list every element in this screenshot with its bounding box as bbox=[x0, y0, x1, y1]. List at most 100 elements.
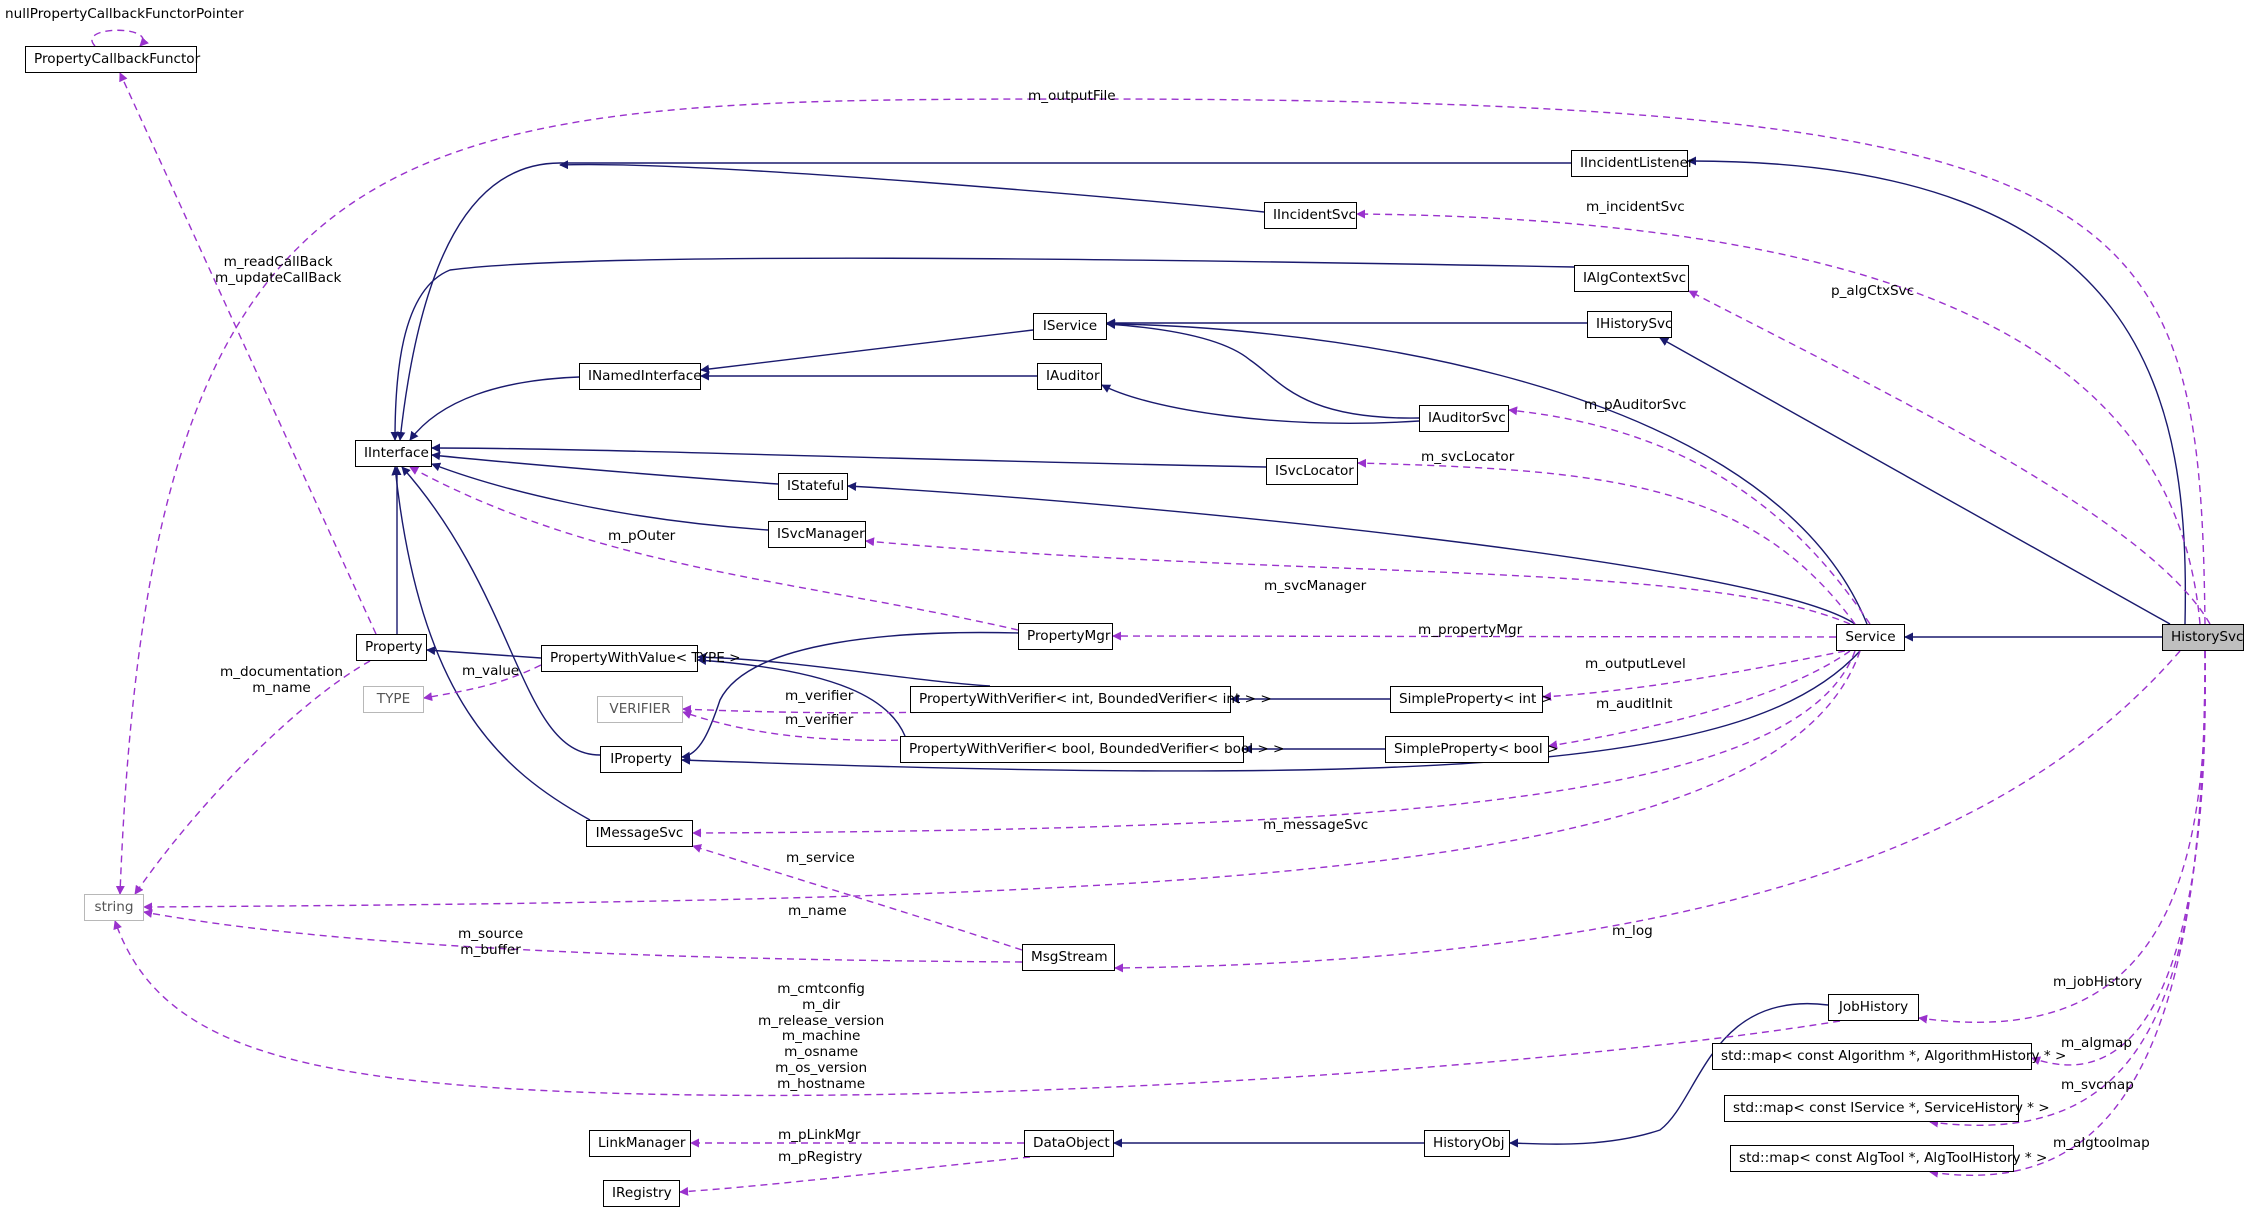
use-service-to-imessagesvc-edge bbox=[692, 650, 1856, 838]
use-historysvc-to-msgstream-edge bbox=[1114, 650, 2181, 973]
job-history-node[interactable]: JobHistory bbox=[1828, 994, 1919, 1021]
label-m-p-registry: m_pRegistry bbox=[778, 1149, 863, 1165]
simple-property-bool-node[interactable]: SimpleProperty< bool > bbox=[1385, 736, 1558, 763]
use-property-to-callbackfunctor-edge bbox=[119, 72, 377, 635]
imessage-svc-node[interactable]: IMessageSvc bbox=[586, 820, 693, 847]
label-m-p-link-mgr: m_pLinkMgr bbox=[778, 1127, 861, 1143]
label-m-svc-locator: m_svcLocator bbox=[1421, 449, 1515, 465]
label-m-algmap: m_algmap bbox=[2061, 1035, 2132, 1051]
history-obj-node[interactable]: HistoryObj bbox=[1424, 1130, 1510, 1157]
use-dataobject-to-iregistry-edge bbox=[679, 1156, 1031, 1196]
iauditor-svc-node[interactable]: IAuditorSvc bbox=[1419, 405, 1509, 432]
iservice-node[interactable]: IService bbox=[1033, 313, 1107, 340]
label-m-verifier-1: m_verifier bbox=[785, 688, 854, 704]
use-service-to-simplepropertyint-edge bbox=[1542, 650, 1846, 701]
map-iservice-node[interactable]: std::map< const IService *, ServiceHisto… bbox=[1724, 1095, 2050, 1122]
inherit-iincidentsvc-to-iinterface-edge bbox=[559, 160, 1265, 213]
use-msgstream-to-imessagesvc-edge bbox=[692, 844, 1023, 951]
label-m-svc-manager: m_svcManager bbox=[1264, 578, 1367, 594]
isvc-manager-node[interactable]: ISvcManager bbox=[768, 521, 866, 548]
label-m-read-update-callback: m_readCallBack m_updateCallBack bbox=[215, 254, 342, 286]
inherit-iservice-to-inamedinterface-edge bbox=[700, 329, 1034, 374]
use-historysvc-to-jobhistory-edge bbox=[1918, 650, 2206, 1024]
inherit-service-to-iservice-edge bbox=[1106, 319, 1868, 625]
inamed-interface-node[interactable]: INamedInterface bbox=[579, 363, 702, 390]
use-jobhistory-to-string-sysinfo-edge bbox=[113, 920, 1841, 1097]
label-m-p-outer: m_pOuter bbox=[608, 528, 676, 544]
use-pwvint-to-verifier-edge bbox=[682, 704, 931, 714]
use-service-to-string-name-edge bbox=[143, 650, 1861, 912]
label-m-output-file: m_outputFile bbox=[1028, 88, 1116, 104]
map-algtool-node[interactable]: std::map< const AlgTool *, AlgToolHistor… bbox=[1730, 1145, 2047, 1172]
use-service-to-iauditorsvc-edge bbox=[1508, 406, 1871, 625]
inherit-imessagesvc-to-iinterface-edge bbox=[391, 466, 591, 821]
inherit-iauditorsvc-to-iauditor-edge bbox=[1101, 384, 1420, 424]
label-m-p-auditor-svc: m_pAuditorSvc bbox=[1584, 397, 1687, 413]
inherit-pwvbool-to-propertywithvalue-edge bbox=[697, 656, 906, 737]
use-historysvc-to-algtoolmap-edge bbox=[1929, 650, 2206, 1178]
inherit-historysvc-to-ihistorysvc-edge bbox=[1659, 337, 2171, 625]
inherit-istateful-to-iinterface-edge bbox=[431, 451, 779, 485]
ihistory-svc-node[interactable]: IHistorySvc bbox=[1587, 311, 1673, 338]
iproperty-node[interactable]: IProperty bbox=[600, 746, 682, 773]
inherit-propertymgr-to-iproperty-edge bbox=[681, 631, 1019, 761]
use-msgstream-to-string-buffer-edge bbox=[143, 909, 1023, 963]
property-callback-functor-node[interactable]: PropertyCallbackFunctor bbox=[25, 46, 200, 73]
label-m-property-mgr: m_propertyMgr bbox=[1418, 622, 1523, 638]
label-m-documentation-name: m_documentation m_name bbox=[220, 664, 343, 696]
verifier-node[interactable]: VERIFIER bbox=[597, 696, 683, 723]
simple-property-int-node[interactable]: SimpleProperty< int > bbox=[1390, 686, 1552, 713]
use-pwvbool-to-verifier-edge bbox=[682, 710, 911, 742]
property-mgr-node[interactable]: PropertyMgr bbox=[1018, 623, 1113, 650]
data-object-node[interactable]: DataObject bbox=[1024, 1130, 1114, 1157]
inherit-ialgcontextsvc-to-iinterface-edge bbox=[390, 257, 1575, 441]
iincident-listener-node[interactable]: IIncidentListener bbox=[1571, 150, 1694, 177]
iinterface-node[interactable]: IInterface bbox=[355, 440, 432, 467]
iauditor-node[interactable]: IAuditor bbox=[1037, 363, 1102, 390]
label-m-log: m_log bbox=[1612, 923, 1653, 939]
inherit-jobhistory-to-historyobj-edge bbox=[1509, 1002, 1829, 1148]
label-m-audit-init: m_auditInit bbox=[1596, 696, 1673, 712]
use-historysvc-to-iincidentsvc-edge bbox=[1356, 209, 2201, 625]
property-with-value-node[interactable]: PropertyWithValue< TYPE > bbox=[541, 645, 741, 672]
label-m-source-buffer: m_source m_buffer bbox=[458, 926, 524, 958]
label-m-message-svc: m_messageSvc bbox=[1263, 817, 1369, 833]
string-node[interactable]: string bbox=[84, 894, 144, 921]
inherit-pwvint-to-propertywithvalue-edge bbox=[697, 652, 991, 687]
map-algorithm-node[interactable]: std::map< const Algorithm *, AlgorithmHi… bbox=[1712, 1043, 2066, 1070]
inherit-propertywithvalue-to-property-edge bbox=[426, 646, 542, 659]
inherit-iauditorsvc-to-iservice-edge bbox=[1106, 320, 1420, 419]
inherit-isvclocator-to-iinterface-edge bbox=[431, 443, 1267, 468]
pwv-bool-node[interactable]: PropertyWithVerifier< bool, BoundedVerif… bbox=[900, 736, 1284, 763]
service-node[interactable]: Service bbox=[1836, 624, 1905, 651]
ialg-context-svc-node[interactable]: IAlgContextSvc bbox=[1574, 265, 1689, 292]
use-propertywithvalue-to-type-edge bbox=[423, 664, 542, 702]
iincident-svc-node[interactable]: IIncidentSvc bbox=[1264, 202, 1357, 229]
use-historysvc-to-algmap-edge bbox=[2031, 650, 2206, 1066]
label-m-job-history: m_jobHistory bbox=[2053, 974, 2143, 990]
iregistry-node[interactable]: IRegistry bbox=[603, 1180, 680, 1207]
label-null-property-callback-functor-pointer: nullPropertyCallbackFunctorPointer bbox=[5, 6, 244, 22]
use-service-to-simplepropertybool-edge bbox=[1548, 650, 1851, 750]
label-m-incident-svc: m_incidentSvc bbox=[1586, 199, 1685, 215]
inherit-service-to-istateful-edge bbox=[847, 481, 1856, 625]
pwv-int-node[interactable]: PropertyWithVerifier< int, BoundedVerifi… bbox=[910, 686, 1272, 713]
use-service-to-isvcmanager-edge bbox=[865, 537, 1851, 625]
msg-stream-node[interactable]: MsgStream bbox=[1022, 944, 1115, 971]
inherit-isvcmanager-to-iinterface-edge bbox=[431, 462, 769, 531]
history-svc-node[interactable]: HistorySvc bbox=[2162, 624, 2244, 651]
istateful-node[interactable]: IStateful bbox=[778, 473, 848, 500]
label-m-name: m_name bbox=[788, 903, 847, 919]
property-node[interactable]: Property bbox=[356, 634, 427, 661]
label-m-system-info: m_cmtconfig m_dir m_release_version m_ma… bbox=[758, 981, 885, 1092]
inherit-historysvc-to-iincidentlistener-edge bbox=[1687, 156, 2187, 625]
isvc-locator-node[interactable]: ISvcLocator bbox=[1266, 458, 1358, 485]
use-propertymgr-to-iinterface-edge bbox=[409, 466, 1019, 631]
label-m-service: m_service bbox=[786, 850, 855, 866]
use-service-to-propertymgr-edge bbox=[1112, 631, 1837, 641]
inherit-iincidentlistener-to-iinterface-edge bbox=[396, 162, 1571, 441]
link-manager-node[interactable]: LinkManager bbox=[589, 1130, 691, 1157]
type-node[interactable]: TYPE bbox=[363, 686, 424, 713]
